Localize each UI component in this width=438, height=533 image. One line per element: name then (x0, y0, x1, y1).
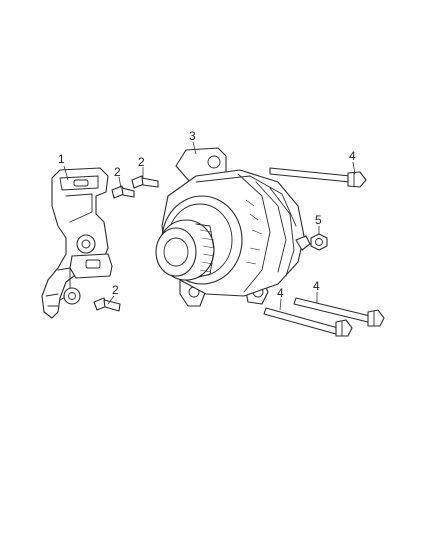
long-bolt-lower-right (293, 297, 385, 327)
long-bolt-upper (269, 167, 367, 188)
callout-bolt-upper-left: 2 (114, 165, 121, 179)
callout-bolt-lower: 2 (112, 283, 119, 297)
leader-long-bolt-upper (352, 161, 356, 175)
callout-nut: 5 (315, 213, 322, 227)
alternator (155, 147, 311, 307)
callout-long-bolt-lower-right: 4 (313, 279, 320, 293)
leader-lines (63, 141, 356, 311)
mounting-bracket (41, 167, 113, 319)
leader-alternator (192, 141, 197, 155)
callout-bolt-upper-right: 2 (138, 155, 145, 169)
bolt-upper-right (131, 175, 159, 189)
callout-labels: 1 2 2 2 3 4 5 4 4 (58, 129, 356, 300)
callout-long-bolt-lower-left: 4 (277, 286, 284, 300)
nut (310, 233, 328, 251)
callout-bracket: 1 (58, 152, 65, 166)
leader-long-bolt-lower-left (279, 298, 282, 311)
leader-bolt-lower (107, 295, 115, 305)
callout-alternator: 3 (189, 129, 196, 143)
callout-long-bolt-upper: 4 (349, 149, 356, 163)
leader-bracket (63, 165, 69, 181)
leader-bolt-upper-left (118, 176, 122, 189)
bolt-lower (93, 297, 121, 312)
bolt-upper-left (111, 185, 135, 199)
long-bolt-lower-left (263, 307, 353, 337)
